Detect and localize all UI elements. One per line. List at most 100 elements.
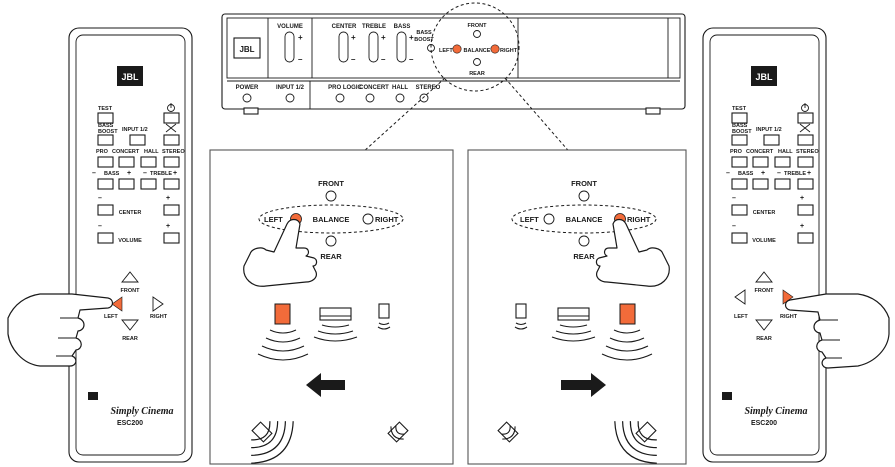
receiver-rear-button[interactable] xyxy=(473,58,481,66)
receiver-treble-knob[interactable] xyxy=(368,31,379,63)
receiver-power-button[interactable] xyxy=(242,93,252,103)
remote-right-concert-label: CONCERT xyxy=(746,149,774,155)
receiver-prologic-button[interactable] xyxy=(335,93,345,103)
remote-right-treble-minus: – xyxy=(777,170,781,177)
remote-left-labels: JBL TEST BASS BOOST INPUT 1/2 PRO CONCER… xyxy=(96,72,185,427)
balance-right-front-dot xyxy=(578,190,590,202)
balance-right-oval xyxy=(511,204,657,234)
remote-left-dpad[interactable] xyxy=(111,271,164,331)
remote-right-bassboost-label-2: BOOST xyxy=(732,129,752,135)
remote-left-center-plus: + xyxy=(166,195,170,202)
remote-left-concert-label: CONCERT xyxy=(112,149,140,155)
receiver-front-button[interactable] xyxy=(473,30,481,38)
remote-right-hall-label: HALL xyxy=(778,149,793,155)
remote-left-treble-minus: – xyxy=(143,170,147,177)
receiver-left-button[interactable] xyxy=(452,44,462,54)
balance-left-rear-speaker-right xyxy=(387,421,409,443)
remote-right-center-plus: + xyxy=(800,195,804,202)
balance-left-speaker-left xyxy=(274,303,291,325)
receiver-treble-minus: – xyxy=(381,55,386,64)
remote-left-treble-plus: + xyxy=(173,170,177,177)
receiver-input-button[interactable] xyxy=(285,93,295,103)
balance-right-rear-dot xyxy=(578,235,590,247)
receiver-concert-label: CONCERT xyxy=(359,85,389,91)
receiver-stereo-button[interactable] xyxy=(419,93,429,103)
remote-right-volume-label: VOLUME xyxy=(752,238,776,244)
receiver-volume-plus: + xyxy=(298,33,303,42)
receiver-treble-label: TREBLE xyxy=(362,24,386,30)
balance-left-hand-icon xyxy=(243,218,318,287)
remote-right-left-arrow[interactable] xyxy=(734,289,746,305)
remote-right-rear-arrow[interactable] xyxy=(755,319,773,331)
receiver-right-label: RIGHT xyxy=(500,48,518,54)
receiver-bass-plus: + xyxy=(409,33,414,42)
remote-left-rear-label: REAR xyxy=(122,336,138,342)
remote-right-front-arrow[interactable] xyxy=(755,271,773,283)
zoom-circle xyxy=(430,2,520,92)
remote-left-front-label: FRONT xyxy=(121,288,141,294)
remote-right-bass-minus: – xyxy=(726,170,730,177)
receiver-balance-label: BALANCE xyxy=(464,48,491,54)
receiver-input-label: INPUT 1/2 xyxy=(276,85,305,91)
remote-right-right-label: RIGHT xyxy=(780,314,798,320)
remote-right-logo: JBL xyxy=(755,72,773,82)
remote-right-product-line: Simply Cinema xyxy=(744,406,807,417)
receiver-right-button[interactable] xyxy=(490,44,500,54)
remote-left-volume-label: VOLUME xyxy=(118,238,142,244)
receiver-logo xyxy=(233,37,261,59)
receiver-stereo-label: STEREO xyxy=(416,85,441,91)
balance-right-speaker-center xyxy=(557,307,590,321)
receiver-unit: JBL VOLUME + – CENTER + – TREBLE + – BAS… xyxy=(221,2,686,115)
remote-left-test-label: TEST xyxy=(98,106,113,112)
receiver-volume-knob[interactable] xyxy=(284,31,295,63)
remote-left-right-label: RIGHT xyxy=(150,314,168,320)
balance-right-rear-label: REAR xyxy=(573,252,595,261)
remote-right-bass-label: BASS xyxy=(738,171,754,177)
receiver-center-plus: + xyxy=(351,33,356,42)
receiver-prologic-label: PRO LOGIC xyxy=(328,85,362,91)
remote-left-volume-plus: + xyxy=(166,223,170,230)
remote-right-center-label: CENTER xyxy=(753,210,776,216)
balance-left-right-dot xyxy=(362,213,374,225)
remote-left-right-arrow[interactable] xyxy=(152,296,164,312)
balance-left-speaker-right xyxy=(378,303,390,319)
balance-left-rear-dot xyxy=(325,235,337,247)
remote-left-rear-arrow[interactable] xyxy=(121,319,139,331)
balance-left-front-dot xyxy=(325,190,337,202)
remote-right-center-minus: – xyxy=(732,195,736,202)
balance-left-oval xyxy=(258,204,404,234)
receiver-rear-label: REAR xyxy=(469,71,485,77)
hand-right-fingers-icon xyxy=(820,319,842,359)
remote-right xyxy=(702,27,827,463)
receiver-bass-minus: – xyxy=(409,55,414,64)
remote-right-model: ESC200 xyxy=(751,420,777,427)
remote-left-pro-label: PRO xyxy=(96,149,109,155)
remote-left xyxy=(68,27,193,463)
hand-pointer-left-icon xyxy=(7,293,114,367)
remote-left-volume-minus: – xyxy=(98,223,102,230)
balance-left-rear-label: REAR xyxy=(320,252,342,261)
balance-left-speaker-center xyxy=(319,307,352,321)
receiver-bass-boost-label-1: BASS xyxy=(416,30,432,36)
remote-right-dpad[interactable] xyxy=(734,271,794,331)
hand-left-fingers-icon xyxy=(56,317,78,357)
remote-right-volume-minus: – xyxy=(732,223,736,230)
receiver-center-knob[interactable] xyxy=(338,31,349,63)
remote-left-front-arrow[interactable] xyxy=(121,271,139,283)
balance-left-rear-speaker-left xyxy=(238,408,304,467)
receiver-front-label: FRONT xyxy=(468,23,488,29)
remote-right-pro-label: PRO xyxy=(730,149,743,155)
remote-right-input-label: INPUT 1/2 xyxy=(756,127,782,133)
remote-right-volume-plus: + xyxy=(800,223,804,230)
balance-right-hand-icon xyxy=(595,218,670,287)
balance-right-right-label: RIGHT xyxy=(627,215,651,224)
remote-left-bassboost-label-2: BOOST xyxy=(98,129,118,135)
receiver-hall-button[interactable] xyxy=(395,93,405,103)
remote-left-input-label: INPUT 1/2 xyxy=(122,127,148,133)
receiver-concert-button[interactable] xyxy=(365,93,375,103)
remote-right-treble-plus: + xyxy=(807,170,811,177)
remote-right-stereo-label: STEREO xyxy=(796,149,819,155)
receiver-bass-knob[interactable] xyxy=(396,31,407,63)
remote-left-left-arrow[interactable] xyxy=(111,296,123,312)
balance-left-left-label: LEFT xyxy=(264,215,283,224)
